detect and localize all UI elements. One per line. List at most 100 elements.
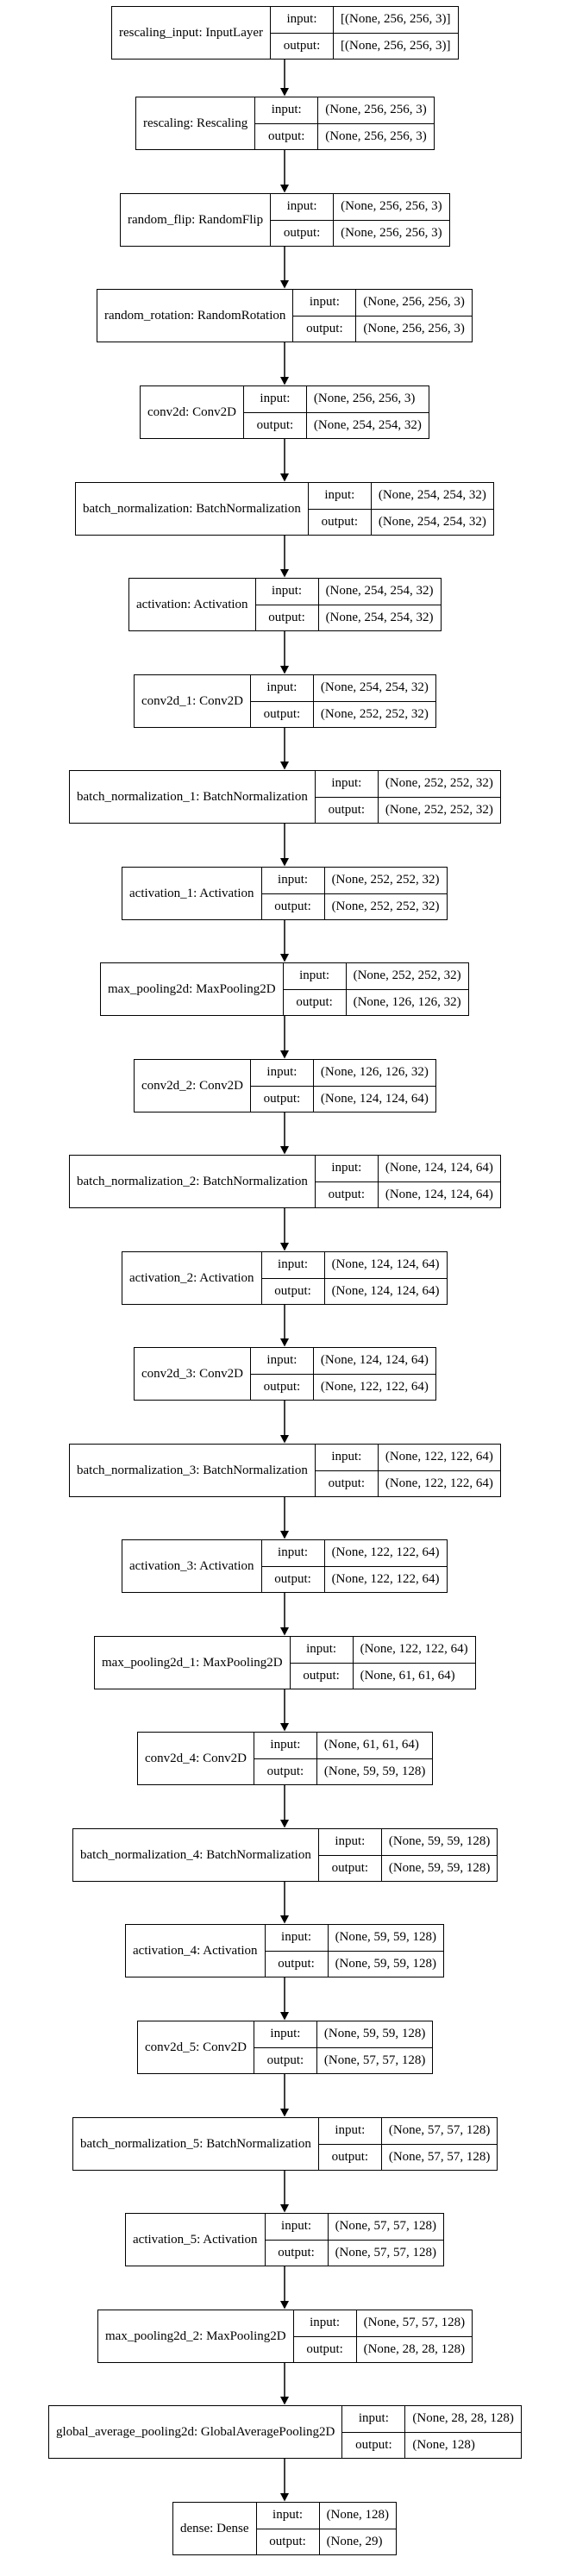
input-row: input:(None, 128) (257, 2503, 396, 2529)
input-key: input: (254, 2021, 317, 2047)
input-key: input: (309, 483, 372, 509)
input-row: input:(None, 254, 254, 32) (256, 579, 441, 605)
output-row: output:(None, 124, 124, 64) (250, 1085, 435, 1112)
output-row: output:(None, 57, 57, 128) (265, 2239, 444, 2266)
output-shape: (None, 256, 256, 3) (325, 128, 427, 143)
layer-io-table: input:(None, 252, 252, 32)output: (None, … (283, 963, 468, 1015)
arrowhead-icon (280, 280, 289, 289)
output-row: output:(None, 252, 252, 32) (315, 796, 500, 823)
input-shape: (None, 124, 124, 64) (385, 1161, 493, 1175)
output-shape: (None, 252, 252, 32) (320, 706, 429, 721)
layer-label: activation_2: Activation (122, 1252, 262, 1304)
output-key: output: (294, 2336, 357, 2362)
input-shape: (None, 252, 252, 32) (331, 873, 440, 887)
input-shape: (None, 59, 59, 128) (323, 2027, 426, 2041)
output-shape: (None, 122, 122, 64) (331, 1571, 440, 1586)
output-key: output: (342, 2432, 406, 2458)
output-row: output:(None, 122, 122, 64) (261, 1565, 447, 1592)
input-key: input: (266, 1925, 329, 1951)
layer-label: dense: Dense (173, 2503, 257, 2554)
output-key: output: (293, 316, 357, 342)
input-key: input: (271, 194, 335, 220)
input-key: input: (262, 868, 325, 893)
arrowhead-icon (280, 2204, 289, 2213)
output-row: output:(None, 252, 252, 32) (250, 700, 435, 727)
layer-label: activation_3: Activation (122, 1540, 262, 1592)
arrowhead-icon (280, 185, 289, 193)
input-key: input: (271, 7, 335, 33)
input-key: input: (256, 579, 319, 605)
arrowhead-icon (280, 1531, 289, 1539)
output-key: output: (254, 2047, 317, 2073)
layer-node: global_average_pooling2d: GlobalAverageP… (48, 2405, 522, 2459)
input-shape: (None, 57, 57, 128) (388, 2123, 491, 2138)
output-key: output: (262, 893, 325, 919)
layer-node: batch_normalization_4: BatchNormalizatio… (72, 1828, 498, 1882)
arrowhead-icon (280, 1627, 289, 1636)
output-key: output: (266, 1951, 329, 1977)
output-row: output: (None, 256, 256, 3) (255, 122, 434, 149)
input-shape: (None, 254, 254, 32) (320, 680, 429, 695)
input-row: input:(None, 254, 254, 32) (309, 483, 493, 509)
output-row: output:[(None, 256, 256, 3)] (271, 32, 458, 59)
output-row: output:(None, 254, 254, 32) (308, 508, 493, 535)
output-shape: [(None, 256, 256, 3)] (341, 38, 451, 53)
arrowhead-icon (280, 2493, 289, 2502)
input-key: input: (316, 1156, 379, 1181)
output-row: output:(None, 124, 124, 64) (261, 1277, 447, 1304)
input-row: input:(None, 57, 57, 128) (294, 2310, 472, 2336)
input-shape: (None, 256, 256, 3) (325, 103, 427, 117)
layer-io-table: input:(None, 252, 252, 32)output:(None, … (315, 771, 500, 823)
layer-io-table: input:(None, 254, 254, 32)output:(None, … (308, 483, 493, 535)
input-row: input:(None, 256, 256, 3) (244, 386, 429, 412)
input-key: input: (316, 771, 379, 797)
output-shape: (None, 57, 57, 128) (388, 2149, 491, 2164)
input-key: input: (316, 1445, 379, 1470)
input-row: input:(None, 59, 59, 128) (266, 1925, 443, 1951)
input-key: input: (266, 2214, 329, 2240)
layer-label: conv2d_4: Conv2D (138, 1733, 254, 1784)
output-row: output:(None, 28, 28, 128) (293, 2335, 473, 2362)
output-key: output: (284, 989, 347, 1015)
output-row: output:(None, 59, 59, 128) (318, 1854, 498, 1881)
layer-node: batch_normalization_3: BatchNormalizatio… (69, 1444, 501, 1497)
layer-io-table: input: (None, 252, 252, 32) output: (None, … (261, 868, 447, 919)
output-key: output: (257, 2529, 320, 2554)
arrowhead-icon (280, 1435, 289, 1444)
layer-io-table: input:(None, 256, 256, 3)output:(None, 2… (243, 386, 429, 438)
arrowhead-icon (280, 377, 289, 385)
output-row: output:(None, 122, 122, 64) (250, 1373, 435, 1400)
output-shape: (None, 126, 126, 32) (353, 994, 461, 1009)
input-key: input: (319, 1829, 382, 1855)
output-shape: (None, 256, 256, 3) (341, 225, 442, 240)
input-row: input:[(None, 256, 256, 3)] (271, 7, 457, 33)
input-key: input: (251, 1060, 314, 1086)
output-shape: (None, 59, 59, 128) (323, 1764, 426, 1778)
layer-label: max_pooling2d_1: MaxPooling2D (95, 1637, 291, 1689)
arrowhead-icon (280, 954, 289, 962)
layer-label: batch_normalization_2: BatchNormalizatio… (70, 1156, 316, 1207)
output-row: output:(None, 256, 256, 3) (271, 219, 449, 246)
output-key: output: (309, 509, 372, 535)
arrowhead-icon (280, 1243, 289, 1251)
output-shape: (None, 252, 252, 32) (331, 899, 440, 913)
layer-io-table: input:(None, 124, 124, 64)output:(None, … (315, 1156, 500, 1207)
input-row: input:(None, 252, 252, 32) (284, 963, 468, 989)
layer-io-table: input:[(None, 256, 256, 3)]output:[(None… (271, 7, 458, 59)
layer-io-table: input: (None, 59, 59, 128) output:(None, 5… (254, 2021, 433, 2073)
layer-label: activation_4: Activation (126, 1925, 266, 1977)
output-row: output:(None, 57, 57, 128) (254, 2046, 433, 2073)
output-key: output: (256, 605, 319, 630)
arrowhead-icon (280, 1338, 289, 1347)
output-key: output: (255, 123, 319, 149)
input-key: input: (257, 2503, 320, 2529)
layer-io-table: input: (None, 256, 256, 3)output:(None, 2… (271, 194, 449, 246)
layer-io-table: input:(None, 122, 122, 64)output:(None, … (315, 1445, 500, 1496)
